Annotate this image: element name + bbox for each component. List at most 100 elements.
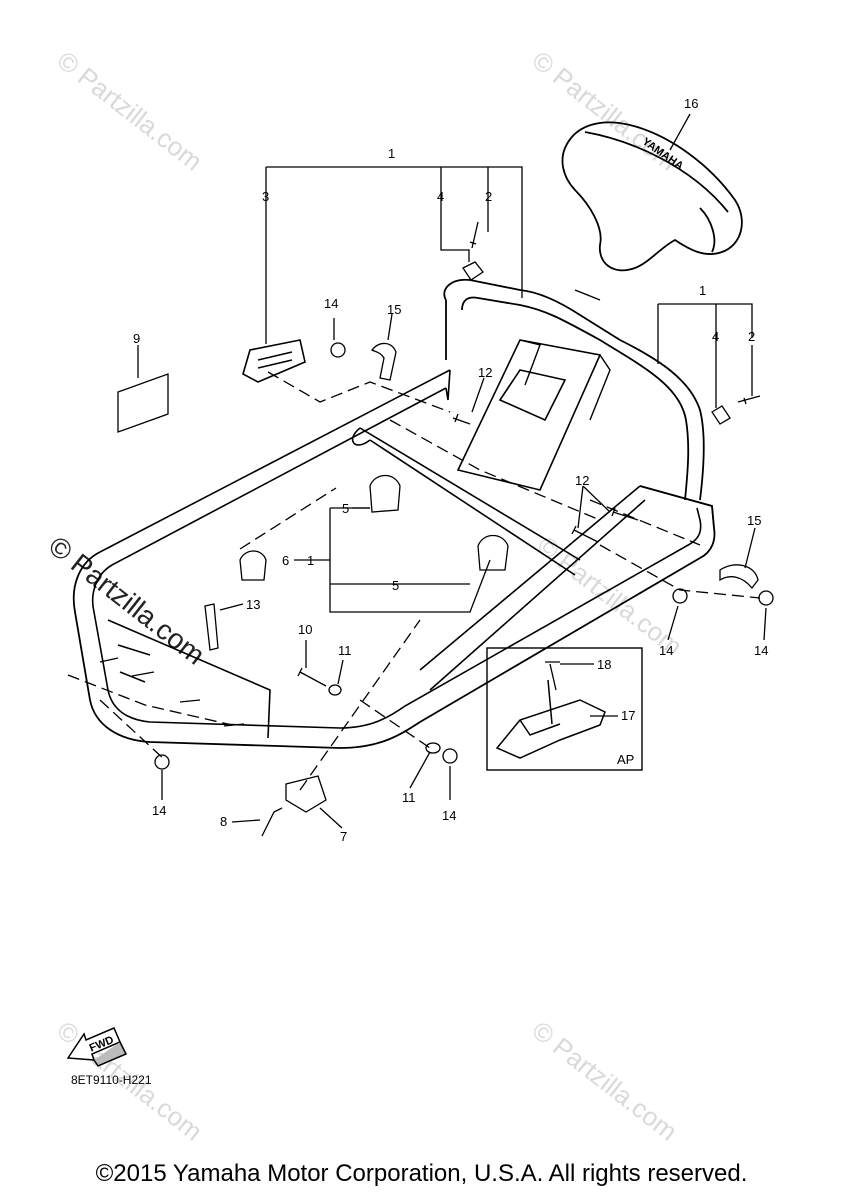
label-1-top: 1	[388, 146, 396, 161]
alignment-line-6	[299, 619, 421, 791]
part-13-strap	[204, 603, 219, 651]
label-14-bottom: 14	[442, 808, 457, 823]
label-11-a: 11	[338, 643, 352, 658]
part-6-clamp	[239, 550, 267, 581]
leader-15-top	[387, 313, 393, 341]
label-1-right: 1	[699, 283, 707, 298]
part-14-nut-d	[154, 754, 170, 770]
leader-12-right	[577, 485, 611, 529]
part-14-nut-b	[672, 588, 688, 604]
leader-12-top	[471, 377, 485, 413]
label-5-b: 5	[392, 578, 400, 593]
alignment-line-4	[589, 499, 701, 546]
label-1-mid: 1	[307, 553, 315, 568]
label-12-right: 12	[575, 473, 590, 488]
callout-line-1-right	[658, 303, 753, 338]
copyright-notice: ©2015 Yamaha Motor Corporation, U.S.A. A…	[95, 1160, 748, 1187]
label-18: 18	[597, 657, 612, 672]
inset-label-ap: AP	[617, 752, 635, 767]
label-9: 9	[133, 331, 141, 346]
part-17-bracket	[495, 679, 606, 759]
frame-cross-member	[351, 427, 581, 576]
callout-line-1-top	[266, 166, 523, 298]
alignment-line-9	[99, 699, 166, 761]
label-6: 6	[282, 553, 290, 568]
front-studs	[99, 657, 245, 727]
frame-front-plate	[107, 619, 271, 739]
label-16: 16	[684, 96, 699, 111]
part-7-plug	[285, 775, 327, 813]
handle-mount-plate	[456, 339, 602, 491]
callout-line-4-top	[440, 167, 470, 262]
fwd-arrow-icon: FWD	[66, 1027, 128, 1067]
alignment-line-3	[389, 419, 601, 521]
leader-7	[319, 807, 343, 829]
part-4-damper-top	[462, 261, 484, 281]
inset-box-ap	[486, 647, 643, 771]
part-2-rivet-right	[737, 395, 761, 405]
diagram-code: 8ET9110-H221	[71, 1073, 152, 1087]
alignment-line-1	[267, 371, 451, 413]
label-14-left: 14	[152, 803, 167, 818]
frame-right-side	[419, 485, 715, 691]
part-12-bolt-a	[452, 413, 471, 425]
frame-top-edge	[99, 369, 451, 566]
leader-14-right-b	[763, 607, 767, 641]
leader-8	[231, 819, 261, 823]
part-15-clip-right	[719, 564, 759, 590]
label-12-top: 12	[478, 365, 493, 380]
label-14-right-a: 14	[659, 643, 674, 658]
frame-side-edge	[445, 369, 451, 401]
part-14-nut-e	[442, 748, 458, 764]
frame-inner	[91, 507, 702, 729]
alignment-line-2	[239, 487, 337, 550]
callout-line-5-a	[329, 508, 491, 613]
label-17: 17	[621, 708, 636, 723]
label-2-right: 2	[748, 329, 756, 344]
part-4-damper-right	[711, 405, 731, 425]
part-5-clamp-top	[369, 474, 401, 513]
leader-14-right-a	[667, 605, 679, 641]
label-11-b: 11	[402, 790, 416, 805]
leader-15-right	[744, 527, 756, 569]
leader-16	[669, 113, 691, 151]
cover-yamaha-logo: YAMAHA	[640, 136, 686, 173]
handle-bracket-tabs	[519, 289, 611, 421]
alignment-line-7	[359, 699, 431, 749]
part-14-nut-c	[758, 590, 774, 606]
label-10: 10	[298, 622, 313, 637]
label-4-right: 4	[712, 329, 720, 344]
part-2-rivet-top	[469, 221, 479, 249]
label-14-top: 14	[324, 296, 339, 311]
part-11-washer-a	[328, 684, 342, 696]
leader-11-b	[409, 751, 431, 789]
frame-outer	[72, 485, 716, 749]
part-12-bolt-c	[571, 525, 599, 543]
leader-13	[219, 603, 244, 611]
label-3: 3	[262, 189, 270, 204]
alignment-line-5	[599, 544, 761, 599]
label-8: 8	[220, 814, 228, 829]
label-4-top: 4	[437, 189, 445, 204]
leader-11-a	[337, 659, 344, 685]
part-3-pad	[242, 339, 306, 383]
part-9-label	[117, 373, 169, 433]
label-13: 13	[246, 597, 261, 612]
part-15-clip-top	[370, 342, 397, 381]
part-14-nut-a	[330, 342, 346, 358]
label-15-right: 15	[747, 513, 762, 528]
label-7: 7	[340, 829, 348, 844]
alignment-line-8	[67, 674, 233, 726]
part-11-washer-b	[425, 742, 441, 754]
label-5-a: 5	[342, 501, 350, 516]
part-12-bolt-b	[611, 507, 639, 521]
label-15-top: 15	[387, 302, 402, 317]
label-2-top: 2	[485, 189, 493, 204]
part-5-clamp-mid	[477, 534, 509, 571]
handle-pole	[443, 278, 705, 501]
part-10-bolt	[297, 667, 327, 687]
part-16-cover	[561, 121, 743, 272]
part-18-bolt	[545, 661, 560, 691]
label-14-right-b: 14	[754, 643, 769, 658]
